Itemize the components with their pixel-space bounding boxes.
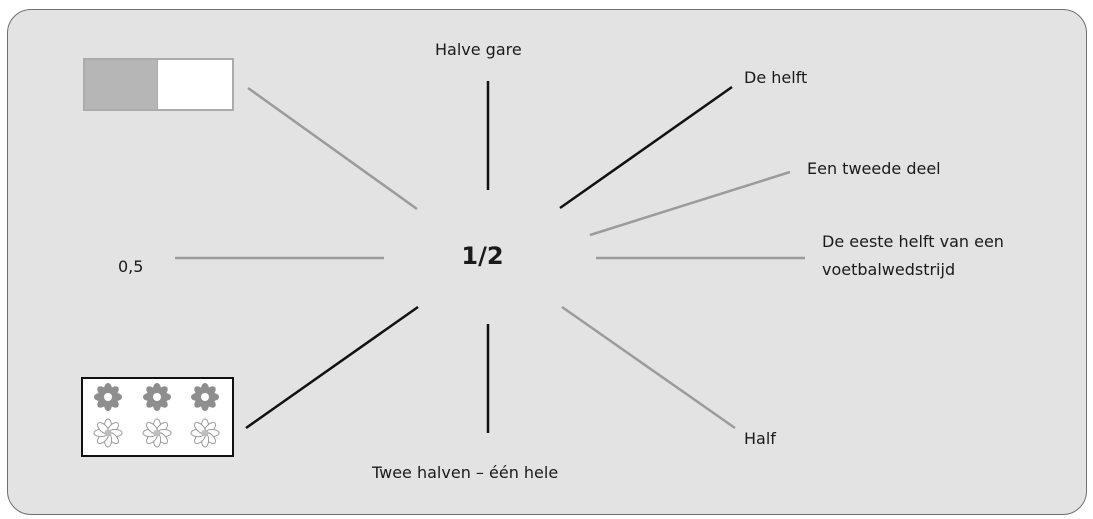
flower-light-3 (190, 418, 220, 448)
flower-dark-1 (94, 383, 122, 411)
connector-een-tweede-deel (589, 170, 791, 237)
flowers-picture (81, 377, 234, 457)
connector-half (561, 305, 736, 430)
fraction-bar-shaded-half (85, 60, 157, 109)
label-halve-gare: Halve gare (435, 40, 522, 59)
center-fraction: 1/2 (461, 242, 504, 270)
label-decimal: 0,5 (118, 257, 144, 276)
flower-light-2 (142, 418, 172, 448)
fraction-bar-picture (83, 58, 234, 111)
flower-light-1 (93, 418, 123, 448)
flower-dark-3 (191, 383, 219, 411)
label-twee-halven: Twee halven – één hele (372, 463, 559, 482)
flower-dark-2 (143, 383, 171, 411)
connector-fraction-bar (247, 86, 418, 211)
connector-flowers (245, 305, 419, 430)
fraction-bar-empty-half (157, 60, 232, 109)
label-half: Half (744, 429, 776, 448)
label-de-helft: De helft (744, 68, 808, 87)
flowers-svg (93, 383, 220, 448)
label-eeste-helft-line2: voetbalwedstrijd (822, 260, 956, 279)
label-eeste-helft-line1: De eeste helft van een (822, 232, 1004, 251)
connector-de-helft (559, 85, 733, 210)
label-een-tweede-deel: Een tweede deel (807, 159, 941, 178)
